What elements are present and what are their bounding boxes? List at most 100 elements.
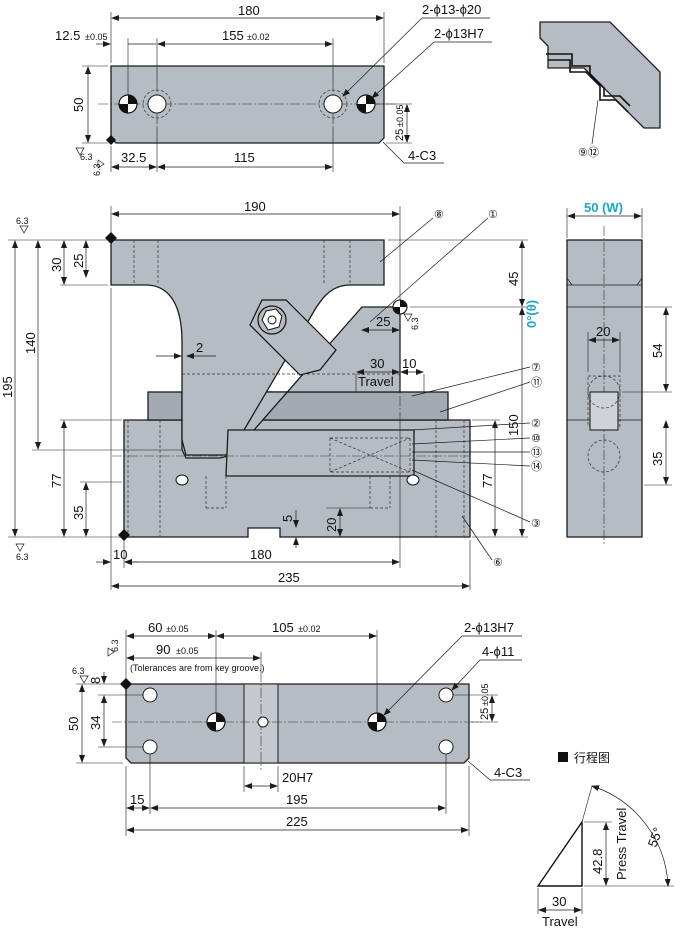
dim-150: 150 bbox=[506, 414, 521, 436]
tol-90: ±0.05 bbox=[176, 646, 198, 656]
dim-10-mid: 10 bbox=[402, 356, 416, 371]
callout-holes-bottom: 2-ϕ13H7 bbox=[464, 620, 514, 635]
roughness-symbol bbox=[75, 147, 85, 156]
dim-5: 5 bbox=[280, 515, 295, 522]
roughness-symbol bbox=[97, 159, 105, 169]
callout-holes: 2-ϕ13H7 bbox=[434, 26, 484, 41]
dim-235: 235 bbox=[278, 570, 300, 585]
counterbore-hole-right bbox=[323, 94, 343, 114]
chamfer-note-bottom: 4-C3 bbox=[494, 765, 522, 780]
dim-30: 30 bbox=[49, 258, 64, 272]
dim-190: 190 bbox=[244, 199, 266, 214]
dim-15: 15 bbox=[130, 792, 144, 807]
dim-140: 140 bbox=[23, 332, 38, 354]
callout-tapped: 4-ϕ11 bbox=[482, 644, 514, 659]
dim-35-left: 35 bbox=[71, 506, 86, 520]
dim-77-right: 77 bbox=[480, 474, 495, 488]
mount-hole bbox=[142, 739, 158, 755]
callout-6: ⑥ bbox=[493, 557, 503, 569]
angle-55: 55° bbox=[645, 825, 666, 849]
callout-14: ⑭ bbox=[531, 460, 542, 473]
side-body bbox=[566, 239, 643, 538]
callout-3: ③ bbox=[531, 518, 541, 530]
side-width-suffix: (W) bbox=[602, 200, 623, 215]
side-dim-54: 54 bbox=[650, 344, 665, 358]
roughness-symbol bbox=[19, 225, 29, 234]
dim-8: 8 bbox=[88, 677, 103, 684]
stroke-triangle bbox=[536, 819, 583, 887]
roughness-top: 6.3 bbox=[16, 216, 29, 226]
dim-32-5: 32.5 bbox=[121, 150, 146, 165]
dim-90: 90 bbox=[156, 642, 170, 657]
datum-target-bottom-left bbox=[206, 712, 226, 732]
detail-view: ⑨⑫ bbox=[539, 21, 661, 159]
roughness-symbol bbox=[79, 675, 89, 684]
dim-42-8: 42.8 bbox=[590, 849, 605, 874]
key-pin-hole bbox=[257, 716, 269, 728]
tol-12-5: ±0.05 bbox=[85, 32, 107, 42]
callout-11: ⑪ bbox=[531, 376, 542, 389]
travel-label: Travel bbox=[358, 374, 394, 389]
dim-25-bottom: 25 bbox=[479, 708, 491, 720]
stroke-diagram: 行程图 42.8 Press Travel 55° 30 Travel bbox=[536, 750, 674, 929]
corner-marker bbox=[106, 135, 116, 145]
dim-60: 60 bbox=[148, 620, 162, 635]
tol-155: ±0.02 bbox=[247, 32, 269, 42]
press-travel-label: Press Travel bbox=[614, 808, 629, 880]
dim-30-travel: 30 bbox=[370, 356, 384, 371]
tol-25-bottom: ±0.05 bbox=[480, 684, 490, 706]
dim-2: 2 bbox=[196, 340, 203, 355]
dim-50-bottom: 50 bbox=[66, 717, 81, 731]
dim-10-bottom: 10 bbox=[113, 547, 127, 562]
lower-wedge bbox=[225, 429, 415, 477]
angle-label: 0°(θ) bbox=[524, 300, 539, 328]
dim-25-mid: 25 bbox=[376, 314, 390, 329]
top-view: 180 155 ±0.02 12.5 ±0.05 2-ϕ13-ϕ20 2-ϕ13… bbox=[55, 2, 492, 176]
detail-callout: ⑨⑫ bbox=[578, 146, 599, 159]
stroke-dim-30: 30 bbox=[552, 894, 566, 909]
tol-25: ±0.05 bbox=[395, 105, 405, 127]
front-view: 190 195 140 30 25 77 35 45 0°(θ) 150 77 bbox=[0, 199, 542, 590]
datum-target-slider bbox=[392, 299, 408, 315]
chamfer-note: 4-C3 bbox=[408, 148, 436, 163]
dim-180-bottom: 180 bbox=[250, 547, 272, 562]
dim-195: 195 bbox=[0, 376, 15, 398]
counterbore-hole-left bbox=[147, 94, 167, 114]
return-link bbox=[249, 299, 337, 376]
dim-25: 25 bbox=[394, 129, 406, 141]
mount-hole bbox=[142, 687, 158, 703]
mount-hole bbox=[438, 687, 454, 703]
side-dim-35: 35 bbox=[650, 452, 665, 466]
roughness-bottom: 6.3 bbox=[16, 552, 29, 562]
dim-115: 115 bbox=[234, 150, 255, 165]
tolerance-note: (Tolerances are from key groove.) bbox=[130, 663, 265, 673]
roughness-a: 6.3 bbox=[80, 152, 93, 162]
dim-34: 34 bbox=[88, 716, 103, 730]
dim-45: 45 bbox=[506, 272, 521, 286]
callout-13: ⑬ bbox=[531, 446, 542, 459]
side-dim-20: 20 bbox=[596, 324, 610, 339]
dim-50: 50 bbox=[71, 98, 86, 112]
dim-25: 25 bbox=[71, 254, 86, 268]
mount-hole bbox=[438, 739, 454, 755]
bottom-view: 60 ±0.05 105 ±0.02 90 ±0.05 (Tolerances … bbox=[66, 620, 530, 836]
roughness-symbol bbox=[15, 543, 25, 552]
cam-driver bbox=[110, 239, 385, 456]
side-view: 50 (W) 20 54 35 bbox=[566, 200, 672, 545]
callout-7: ⑦ bbox=[531, 362, 541, 374]
side-width-label: 50 bbox=[584, 200, 598, 215]
dim-155: 155 bbox=[222, 28, 244, 43]
roughness-symbol bbox=[403, 313, 413, 322]
roughness-b: 6.3 bbox=[92, 163, 102, 176]
dim-225: 225 bbox=[286, 814, 308, 829]
roughness-symbol bbox=[107, 647, 115, 657]
legend-square bbox=[558, 752, 568, 762]
dim-105: 105 bbox=[272, 620, 294, 635]
dim-20h7: 20H7 bbox=[282, 770, 313, 785]
tol-105: ±0.02 bbox=[298, 624, 320, 634]
roughness-bottom-b: 6.3 bbox=[72, 666, 85, 676]
stroke-title: 行程图 bbox=[574, 750, 610, 765]
callout-1: ① bbox=[488, 209, 498, 221]
callout-2: ② bbox=[531, 418, 541, 430]
